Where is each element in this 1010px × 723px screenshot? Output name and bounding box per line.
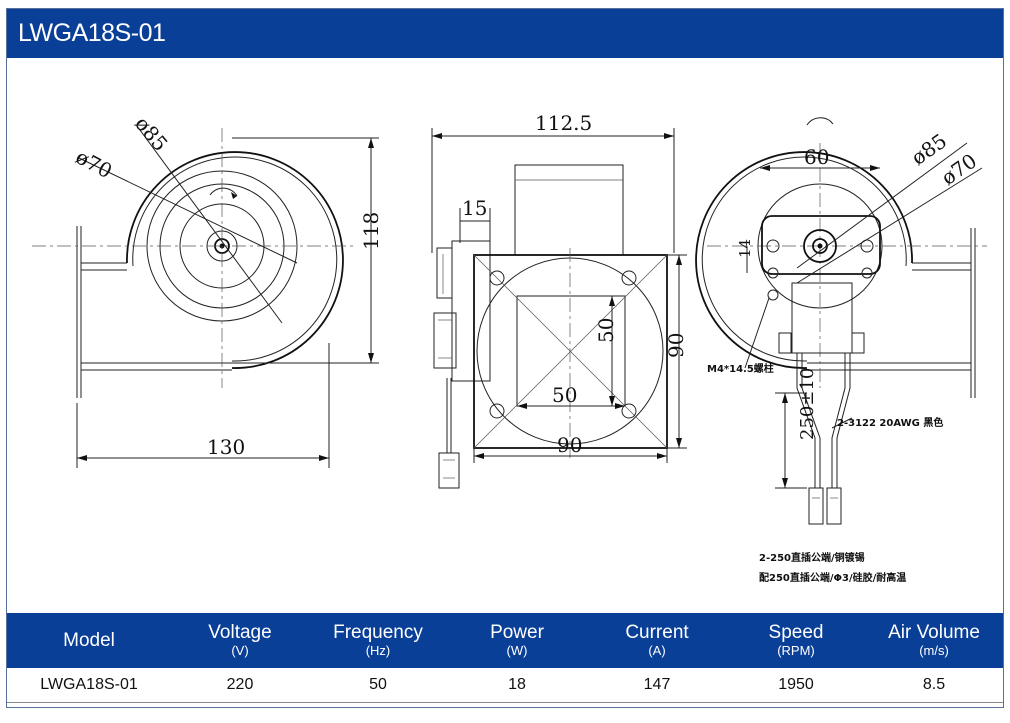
technical-drawing: ø85 ø70 118 130 <box>7 58 1003 613</box>
middle-square-height-label: 50 <box>594 318 618 343</box>
left-view: ø85 ø70 118 130 <box>32 112 383 468</box>
cell-speed: 1950 <box>727 668 865 703</box>
middle-flange-width-label: 90 <box>557 433 582 457</box>
spec-sheet: LWGA18S-01 <box>6 8 1004 708</box>
right-terminal-note-2: 配250直插公端/Φ3/硅胶/耐高温 <box>759 571 906 584</box>
header-air-volume: Air Volume(m/s) <box>865 613 1003 668</box>
right-dia-70-label: ø70 <box>937 149 981 190</box>
middle-shaft-label: 15 <box>462 196 487 220</box>
right-hole-offset-label: 14 <box>736 239 754 258</box>
title-bar: LWGA18S-01 <box>7 9 1003 58</box>
middle-flange-height-label: 90 <box>664 333 688 358</box>
model-title: LWGA18S-01 <box>18 19 166 47</box>
right-bracket-width-label: 60 <box>804 145 829 169</box>
left-width-label: 130 <box>207 435 245 459</box>
left-height-label: 118 <box>359 212 383 250</box>
cell-current: 147 <box>587 668 727 703</box>
cell-power: 18 <box>447 668 587 703</box>
header-model: Model <box>7 613 171 668</box>
middle-view: 112.5 15 <box>431 111 688 489</box>
left-dia-70-label: ø70 <box>72 145 116 184</box>
cell-voltage: 220 <box>171 668 309 703</box>
right-wire-note: 2-3122 20AWG 黑色 <box>837 416 943 429</box>
spec-header-row: Model Voltage(V) Frequency(Hz) Power(W) … <box>7 613 1003 668</box>
cell-air-volume: 8.5 <box>865 668 1003 703</box>
right-terminal-note-1: 2-250直插公端/铜镀锡 <box>759 551 865 564</box>
header-power: Power(W) <box>447 613 587 668</box>
middle-square-width-label: 50 <box>552 383 577 407</box>
middle-length-label: 112.5 <box>535 111 592 135</box>
right-lead-length-label: 250±10 <box>797 368 818 440</box>
left-dia-85-label: ø85 <box>130 112 172 156</box>
header-voltage: Voltage(V) <box>171 613 309 668</box>
spec-table: Model Voltage(V) Frequency(Hz) Power(W) … <box>7 613 1003 703</box>
cell-frequency: 50 <box>309 668 447 703</box>
drawing-canvas: ø85 ø70 118 130 <box>32 111 987 584</box>
header-frequency: Frequency(Hz) <box>309 613 447 668</box>
header-speed: Speed(RPM) <box>727 613 865 668</box>
right-screw-note: M4*14.5螺柱 <box>707 362 774 375</box>
header-current: Current(A) <box>587 613 727 668</box>
cell-model: LWGA18S-01 <box>7 668 171 703</box>
right-view: 60 14 ø85 <box>695 117 987 584</box>
table-row: LWGA18S-01 220 50 18 147 1950 8.5 <box>7 668 1003 703</box>
